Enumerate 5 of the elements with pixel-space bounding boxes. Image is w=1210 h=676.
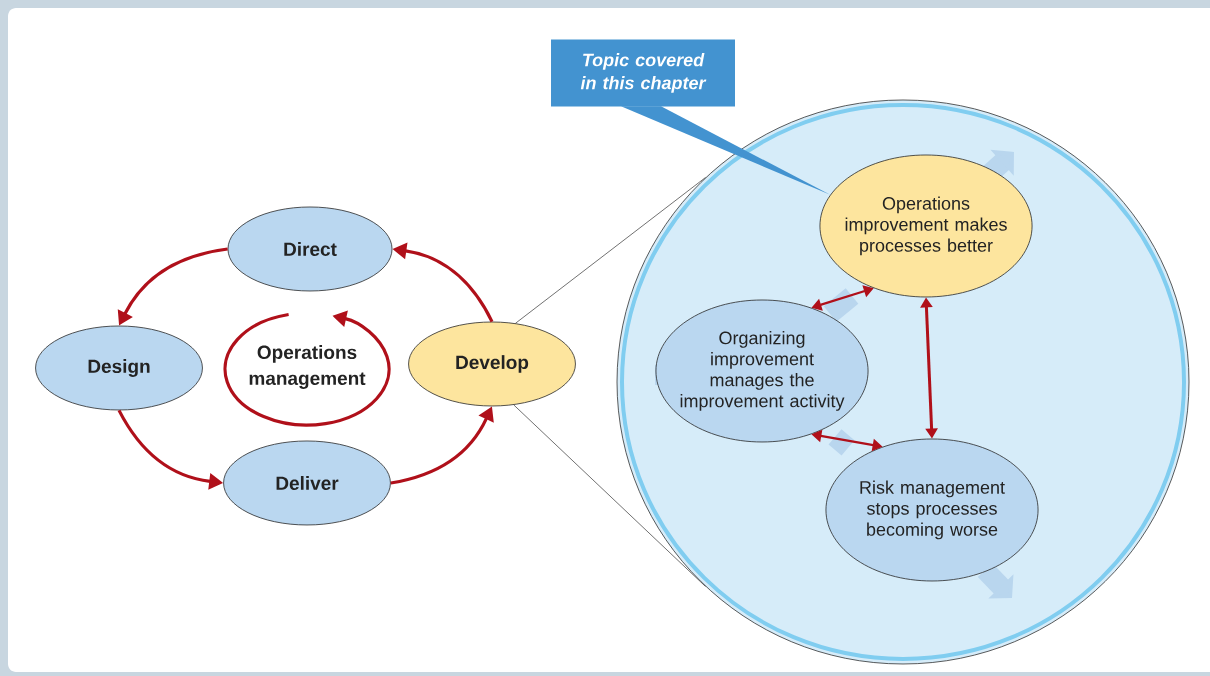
zoom-line [513,404,706,587]
center-label: Operations management [249,345,366,389]
callout-box: Topic covered in this chapter [551,39,735,107]
zoom-line [515,177,706,324]
callout-pointer [621,106,831,195]
